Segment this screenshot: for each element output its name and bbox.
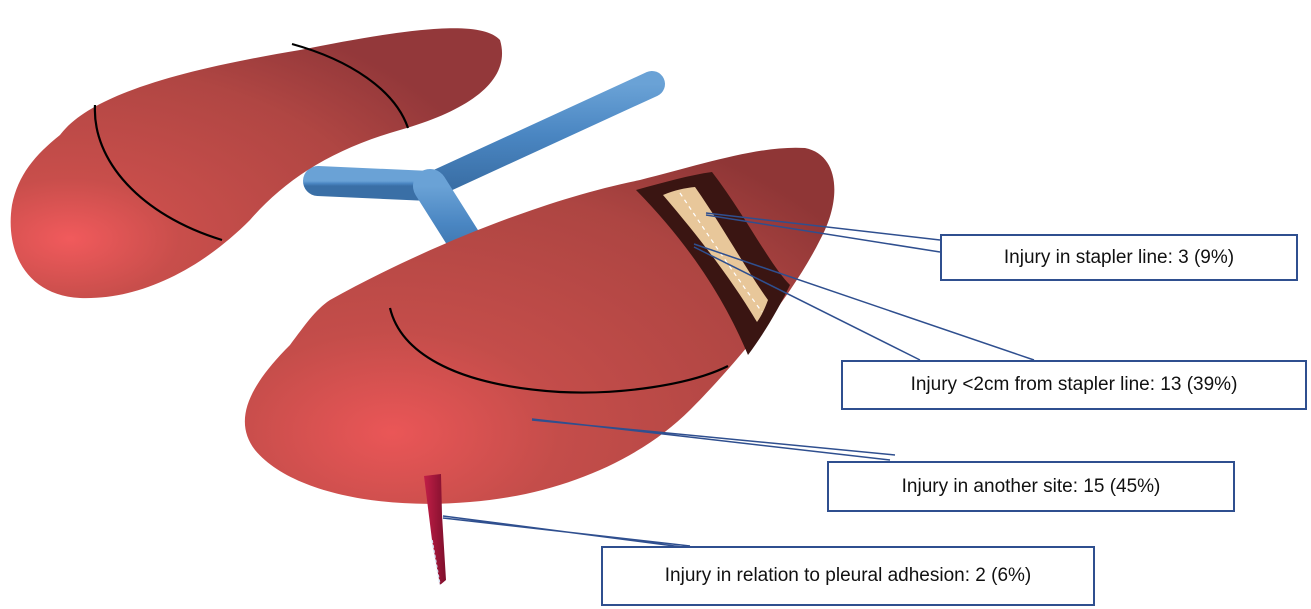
callout-pleural-adhesion-text: Injury in relation to pleural adhesion: … (665, 565, 1031, 587)
callout-stapler-line: Injury in stapler line: 3 (9%) (940, 234, 1298, 281)
right-lung (245, 148, 834, 504)
callout-near-stapler-line-text: Injury <2cm from stapler line: 13 (39%) (911, 374, 1238, 396)
callout-near-stapler-line: Injury <2cm from stapler line: 13 (39%) (841, 360, 1307, 410)
callout-stapler-line-text: Injury in stapler line: 3 (9%) (1004, 247, 1234, 269)
callout-another-site-text: Injury in another site: 15 (45%) (902, 476, 1161, 498)
callout-pleural-adhesion: Injury in relation to pleural adhesion: … (601, 546, 1095, 606)
callout-another-site: Injury in another site: 15 (45%) (827, 461, 1235, 512)
leader-pleural-adhesion (443, 516, 690, 548)
